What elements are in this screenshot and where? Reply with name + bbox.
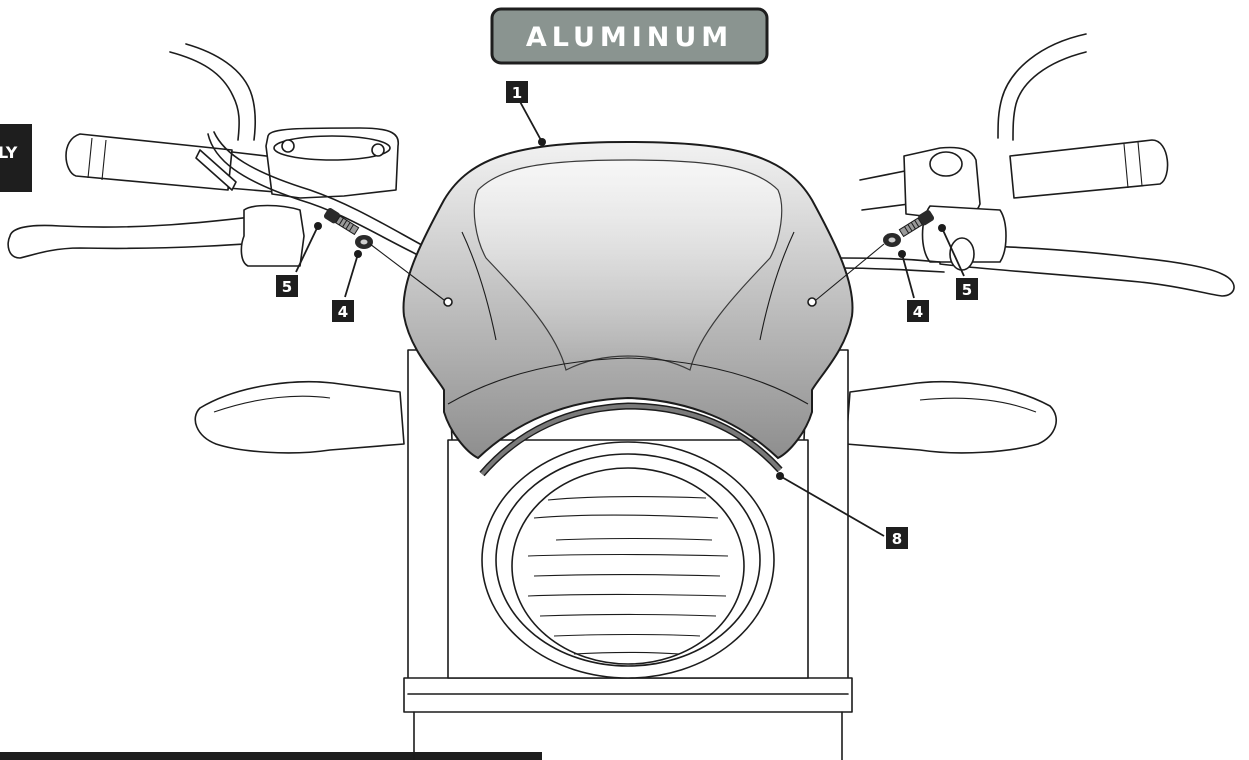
left-washer <box>355 235 373 249</box>
left-handlebar <box>7 43 447 287</box>
windscreen <box>402 140 854 460</box>
right-hardware <box>815 210 935 301</box>
right-washer <box>883 233 901 247</box>
callout-5-right-label: 5 <box>962 281 972 299</box>
left-hardware <box>323 208 445 301</box>
headlight-lens-lines <box>527 496 729 655</box>
right-mount-hole <box>807 297 817 307</box>
fork-and-body <box>194 349 1058 760</box>
callout-4-left: 4 <box>332 250 362 322</box>
callout-8-label: 8 <box>892 530 902 548</box>
headlight-trim <box>480 403 782 476</box>
callout-4-right: 4 <box>898 250 929 322</box>
callout-5-left-label: 5 <box>282 278 292 296</box>
side-tab: LY <box>0 124 32 192</box>
callout-8: 8 <box>776 472 908 549</box>
lower-triple-clamp <box>403 677 853 713</box>
bottom-bar <box>0 752 542 760</box>
callout-5-right: 5 <box>938 224 978 300</box>
left-mount-hole <box>443 297 453 307</box>
title-banner-box <box>490 7 769 65</box>
callout-1-label: 1 <box>512 84 522 102</box>
right-screw <box>898 210 935 238</box>
windscreen-inner-panel <box>473 159 783 371</box>
title-banner: ALUMINUM <box>490 7 769 65</box>
side-tab-label: LY <box>0 143 18 162</box>
left-screw <box>323 208 360 236</box>
right-turn-signal <box>845 381 1058 454</box>
left-turn-signal <box>194 381 405 454</box>
callout-1: 1 <box>506 81 546 146</box>
callout-5-left: 5 <box>276 222 322 297</box>
right-handlebar <box>839 33 1235 297</box>
title-label: ALUMINUM <box>526 22 733 53</box>
callout-4-left-label: 4 <box>338 303 348 321</box>
callout-4-right-label: 4 <box>913 303 923 321</box>
